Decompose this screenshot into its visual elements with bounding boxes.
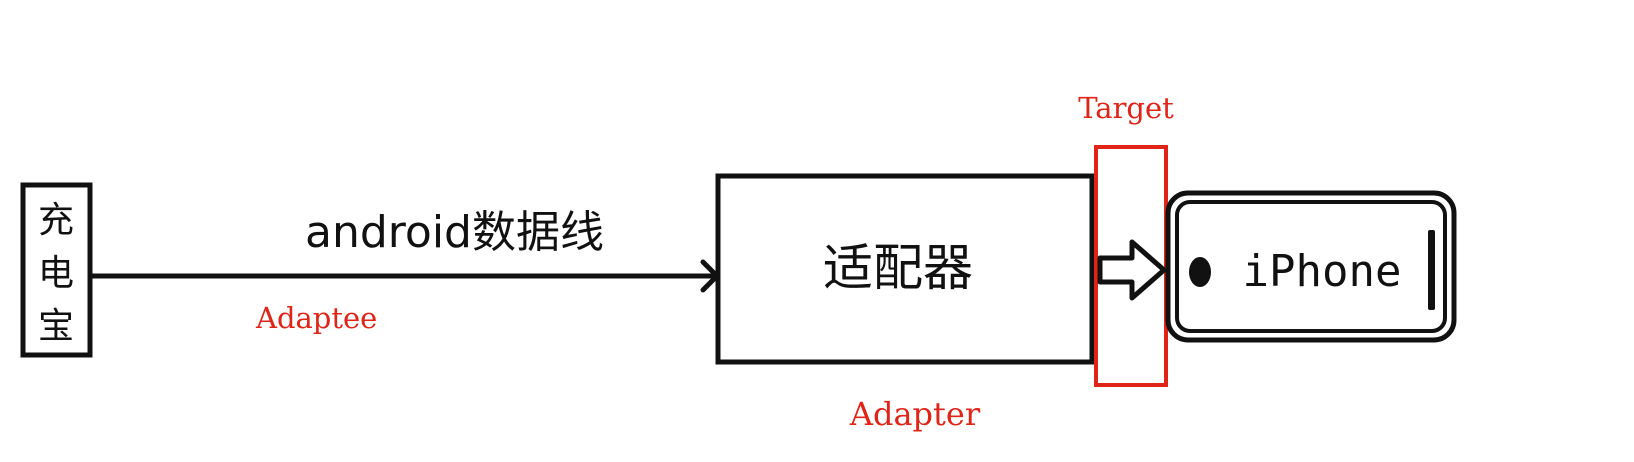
power-bank: 充 电 宝: [20, 182, 93, 358]
power-bank-char-1: 充: [38, 200, 74, 241]
target-label: Target: [1078, 91, 1174, 125]
adapter-box-label: 适配器: [823, 239, 973, 297]
iphone-inner-frame: [1175, 200, 1447, 333]
cable-label: android数据线: [305, 207, 604, 258]
iphone-button-icon: [1428, 230, 1435, 310]
power-bank-char-3: 宝: [38, 306, 74, 347]
adapter: 适配器: [715, 173, 1095, 365]
target-connector: [1094, 145, 1168, 387]
plug-arrow-icon: [1097, 239, 1167, 301]
iphone-label: iPhone: [1243, 246, 1402, 297]
power-bank-box: [20, 182, 93, 358]
power-bank-char-2: 电: [38, 253, 74, 294]
iphone-camera-icon: [1189, 257, 1211, 287]
iphone: iPhone: [1165, 190, 1457, 343]
adapter-label: Adapter: [849, 395, 981, 433]
adaptee-label: Adaptee: [255, 301, 377, 335]
adapter-box: [715, 173, 1095, 365]
cable-arrow: [90, 259, 720, 293]
iphone-outer-frame: [1165, 190, 1457, 343]
